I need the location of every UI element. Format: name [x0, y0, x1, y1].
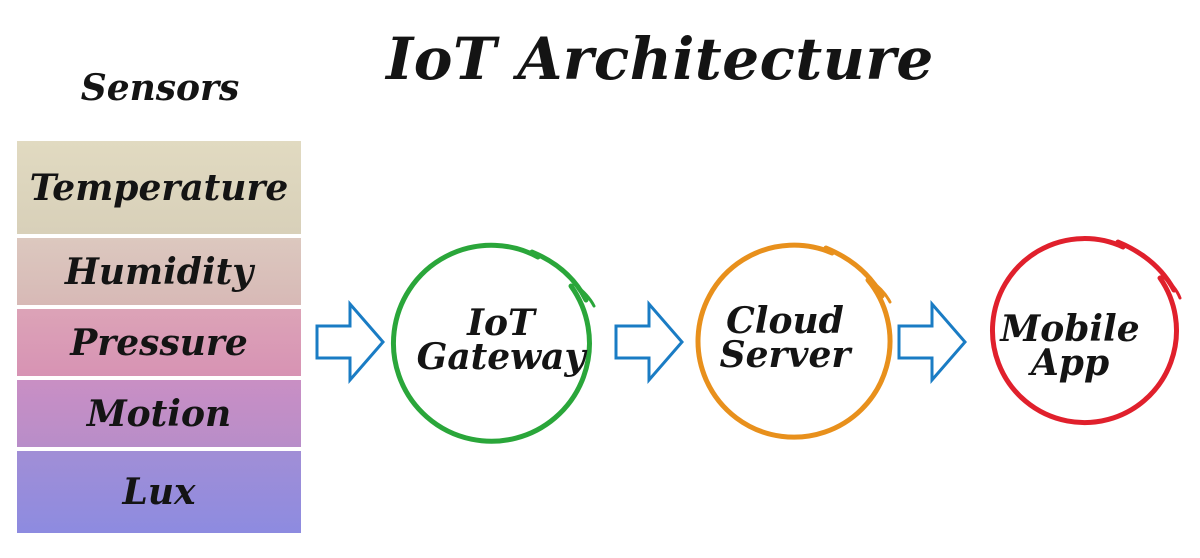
node-circle-gateway	[390, 242, 596, 444]
sensor-stack: Temperature Humidity Pressure Motion Lux	[17, 141, 301, 533]
node-label-gateway: IoT Gateway	[396, 302, 606, 378]
sensor-band-temperature: Temperature	[17, 141, 301, 234]
diagram-title: IoT Architecture	[386, 25, 934, 93]
right-hollow-arrow-icon	[897, 299, 967, 385]
node-label-line: Cloud	[726, 300, 844, 342]
node-label-line: Server	[719, 334, 851, 376]
sensor-band-motion: Motion	[17, 380, 301, 447]
sensors-heading: Sensors	[80, 67, 240, 109]
right-hollow-arrow-icon	[315, 299, 385, 385]
node-label-cloud: Cloud Server	[682, 300, 888, 376]
right-hollow-arrow-icon	[614, 299, 684, 385]
sensor-band-pressure: Pressure	[17, 309, 301, 376]
node-label-line: App	[1030, 342, 1110, 384]
sensor-band-lux: Lux	[17, 451, 301, 533]
sensor-band-humidity: Humidity	[17, 238, 301, 305]
node-circle-mobile	[990, 236, 1182, 426]
node-circle-cloud	[695, 242, 893, 440]
node-label-mobile: Mobile App	[970, 308, 1170, 384]
node-label-line: Mobile	[1000, 308, 1140, 350]
node-label-line: Gateway	[416, 336, 586, 378]
node-label-line: IoT	[467, 302, 535, 344]
